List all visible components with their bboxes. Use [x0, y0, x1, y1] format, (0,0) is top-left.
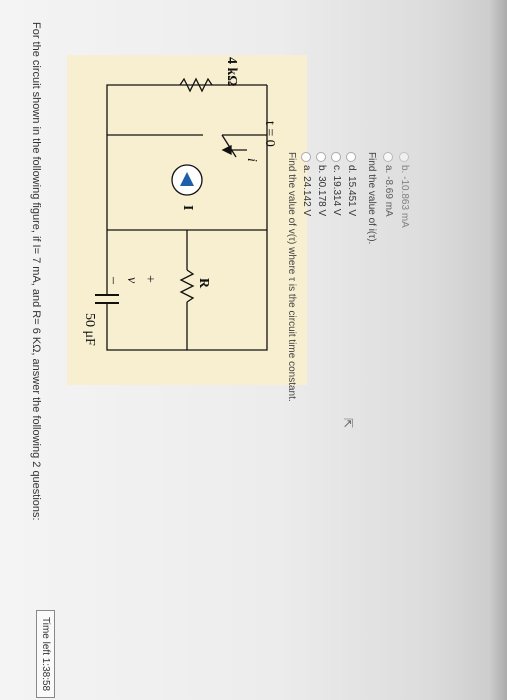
resistor-r-label: R	[196, 278, 211, 289]
voltage-minus: –	[106, 277, 121, 284]
question-text: For the circuit shown in the following f…	[30, 22, 42, 521]
switch-time-label: t = 0	[262, 121, 277, 147]
resistor-r-zigzag	[179, 269, 195, 303]
radio-icon[interactable]	[399, 152, 410, 162]
current-arrow	[221, 144, 247, 156]
radio-icon[interactable]	[346, 152, 357, 162]
radio-icon[interactable]	[316, 152, 327, 162]
time-left-badge: Time left 1:38:58	[36, 610, 55, 699]
wire-cap-right	[106, 303, 187, 351]
q1-text: Find the value of v(τ) where τ is the ci…	[286, 152, 297, 402]
wire-left-loop	[106, 84, 267, 230]
q2-option-a-label: a. -8.69 mA	[383, 165, 394, 217]
voltage-label: v	[124, 277, 139, 284]
mouse-cursor-icon: ⇱	[341, 418, 355, 429]
resistor-4k-zigzag	[179, 77, 213, 93]
radio-icon[interactable]	[383, 152, 394, 162]
current-i-label: i	[244, 158, 259, 162]
q2-text: Find the value of i(τ).	[366, 152, 377, 245]
resistor-4k-label: 4 kΩ	[224, 57, 239, 87]
radio-icon[interactable]	[301, 152, 312, 162]
q2-option-a[interactable]: a. -8.69 mA	[383, 152, 394, 217]
circuit-figure: t = 0 i I 4 kΩ R + v – 50 μF	[67, 55, 307, 385]
source-label: I	[180, 205, 195, 211]
capacitor-label: 50 μF	[82, 313, 97, 346]
current-source	[171, 164, 203, 196]
q1-option-a-label: a. 24.142 V	[301, 165, 312, 217]
q1-option-c[interactable]: c. 19.314 V	[331, 152, 342, 216]
q1-option-b[interactable]: b. 30.178 V	[316, 152, 327, 216]
wire-r-top	[186, 230, 268, 351]
circuit-diagram	[95, 77, 268, 351]
q1-option-d-label: d. 15.451 V	[346, 165, 357, 217]
q1-option-b-label: b. 30.178 V	[316, 165, 327, 217]
q1-option-a[interactable]: a. 24.142 V	[301, 152, 312, 216]
switch-blade	[221, 134, 237, 158]
q1-option-c-label: c. 19.314 V	[331, 165, 342, 216]
voltage-plus: +	[142, 275, 157, 283]
screen-edge-shadow	[489, 0, 507, 700]
q1-option-d[interactable]: d. 15.451 V	[346, 152, 357, 216]
q2-option-b[interactable]: b. -10.863 mA	[399, 152, 410, 228]
q2-option-b-label: b. -10.863 mA	[399, 165, 410, 228]
radio-icon[interactable]	[331, 152, 342, 162]
